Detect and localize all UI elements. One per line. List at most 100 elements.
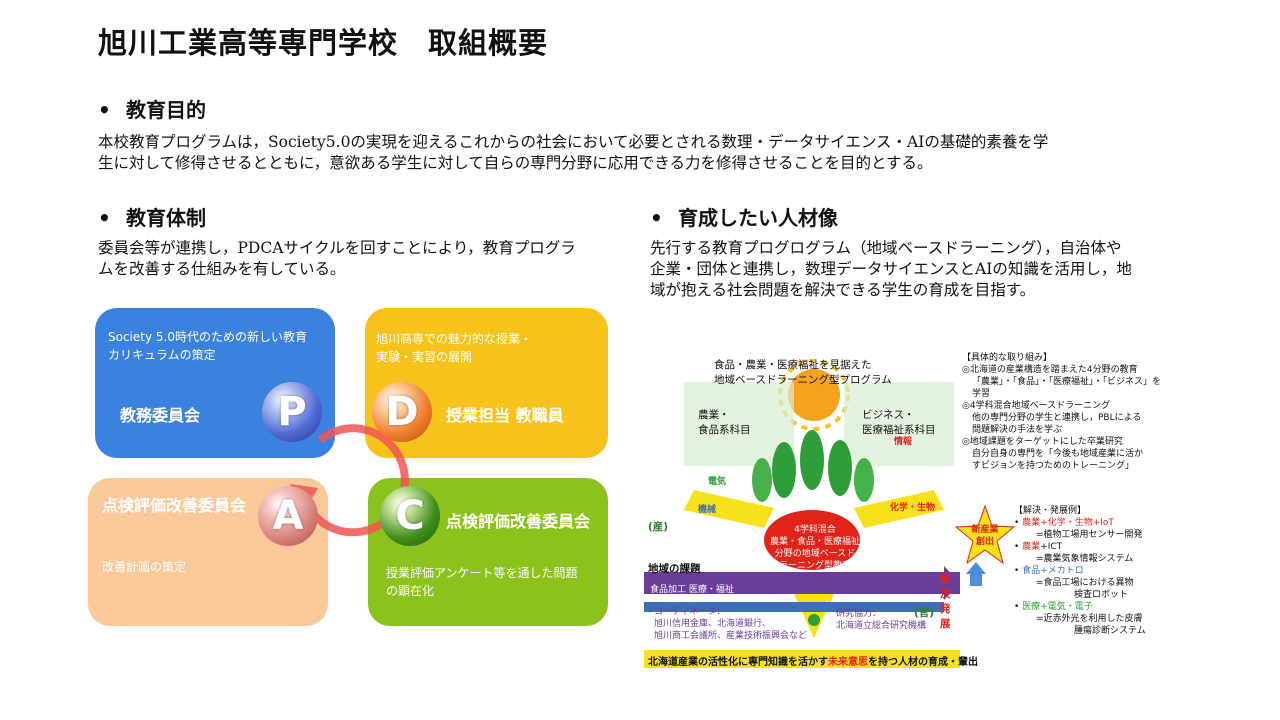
banner-text: 北海道産業の活性化に専門知識を活かす [648,657,828,668]
side-note-line: ◎北海道の産業構造を踏まえた4分野の教育 [962,365,1138,375]
do-desc-line: 実験・実習の展開 [376,350,473,364]
side-note-line: すビジョンを持つためのトレーニング」 [972,461,1135,471]
check-desc-line: の顕在化 [386,584,435,598]
check-desc: 授業評価アンケート等を通した問題 の顕在化 [386,564,578,600]
talent-text: 先行する教育プログログラム（地域ベースドラーニング），自治体や 企業・団体と連携… [650,238,1210,301]
research-label: 研究協力： 北海道立総合研究機構 [836,608,926,632]
center-program-label: 4学科混合 農業・食品・医療福祉 分野の地域ベースド ラーニング型教育 [770,524,860,572]
example-item: • 食品+メカトロ [1014,566,1084,576]
check-ball-icon: C [380,486,440,546]
act-label: 点検評価改善委員会 [102,496,247,515]
plan-desc-line: Society 5.0時代のための新しい教育 [108,330,307,344]
example-field: 農業 [1022,518,1041,528]
purpose-heading-text: 教育目的 [126,98,206,122]
joho-label: 情報 [894,437,913,447]
check-letter: C [395,493,425,539]
solution-line: 発展 [940,603,951,630]
side-note-line: 問題解決の手法を学ぶ [972,425,1063,435]
right-subject-line: 医療福祉系科目 [862,424,936,436]
solution-line: 解決 [940,573,951,600]
side-notes: 【具体的な取り組み】 ◎北海道の産業構造を踏まえた4分野の教育 「農業」・「食品… [962,352,1172,472]
research-line: 研究協力： [836,609,882,619]
coordinator-line: 旭川信用金庫、北海道銀行、 [654,619,772,629]
system-line: ムを改善する仕組みを有している。 [98,260,346,278]
side-note-line: 他の専門分野の学生と連携し，PBLによる [972,413,1142,423]
illustration-title: 食品・農業・医療福祉を見据えた 地域ベースドラーニング型プログラム [714,358,892,388]
side-note-line: ◎地域課題をターゲットにした卒業研究 [962,437,1123,447]
do-desc-line: 旭川高専での魅力的な授業・ [376,332,533,346]
solution-examples: 【解決・発展例】 • 農業+化学・生物+IoT =植物工場用センサー開発 • 農… [1014,505,1184,637]
side-note-line: 自分自身の専門を「今後も地域産業に活か [972,449,1144,459]
do-letter: D [385,389,419,435]
talent-line: 企業・団体と連携し，数理データサイエンスとAIの知識を活用し，地 [650,260,1132,278]
example-combo: +メカトロ [1040,566,1084,576]
act-ball-icon: A [258,486,318,546]
center-program-line: 農業・食品・医療福祉 [770,537,861,547]
food-welfare-label: 食品加工 医療・福祉 [650,585,734,595]
illustration-graphic [644,359,960,668]
talent-line: 先行する教育プログログラム（地域ベースドラーニング），自治体や [650,239,1122,257]
check-label: 点検評価改善委員会 [446,512,591,531]
example-field: 食品 [1022,566,1041,576]
up-arrow-icon [966,562,986,586]
example-item: • 医療+電気・電子 [1014,602,1093,612]
talent-heading-text: 育成したい人材像 [678,206,838,230]
center-program-line: ラーニング型教育 [778,561,851,571]
bullet: • [98,98,111,122]
denki-label: 電気 [708,477,727,487]
talent-heading: • 育成したい人材像 [650,202,838,231]
solution-label: 解決 発展 [940,572,960,632]
side-note-line: 学習 [972,389,991,399]
example-result: =農業気象情報システム [1036,554,1134,564]
banner-emphasis: 未来意思 [828,657,868,668]
new-industry-line: 創出 [975,537,994,547]
right-subject-label: ビジネス・ 医療福祉系科目 [862,408,936,438]
plan-desc: Society 5.0時代のための新しい教育 カリキュラムの策定 [108,328,307,364]
system-line: 委員会等が連携し，PDCAサイクルを回すことにより，教育プログラ [98,239,576,257]
do-label: 授業担当 教職員 [446,406,564,425]
coordinator-line: 旭川商工会議所、産業技術振興会など [654,631,808,641]
pdca-diagram: Society 5.0時代のための新しい教育 カリキュラムの策定 教務委員会 旭… [88,308,608,626]
plan-label: 教務委員会 [120,406,201,425]
left-subject-line: 食品系科目 [698,424,751,436]
left-subject-label: 農業・ 食品系科目 [698,408,751,438]
new-industry-line: 新産業 [971,525,999,535]
new-industry-star-icon [954,504,1016,565]
act-desc: 改善計画の策定 [102,560,187,574]
kagaku-label: 化学・生物 [890,503,936,513]
example-item: • 農業+ICT [1014,542,1063,552]
government-label: (官) [914,607,935,619]
illustration-title-line: 食品・農業・医療福祉を見据えた [714,359,872,371]
banner-text: を持つ人材の育成・輩出 [868,657,978,668]
bullet: • [98,206,111,230]
side-note-line: ◎4学科混合地域ベースドラーニング [962,401,1111,411]
side-notes-heading: 【具体的な取り組み】 [962,353,1053,363]
example-item: • 農業+化学・生物+IoT [1014,518,1114,528]
coordinator-label: コーディネータ： 旭川信用金庫、北海道銀行、 旭川商工会議所、産業技術振興会など [654,606,807,642]
page-title: 旭川工業高等専門学校 取組概要 [98,26,549,60]
research-line: 北海道立総合研究機構 [836,621,927,631]
right-subject-line: ビジネス・ [862,409,915,421]
plan-desc-line: カリキュラムの策定 [108,348,216,362]
system-heading-text: 教育体制 [126,206,206,230]
example-result: =食品工場における異物 [1036,578,1134,588]
bullet: • [650,206,663,230]
act-letter: A [272,493,304,539]
example-result: =近赤外光を利用した皮膚 [1036,614,1143,624]
program-illustration: 食品・農業・医療福祉を見据えた 地域ベースドラーニング型プログラム 農業・ 食品… [644,340,978,670]
example-combo: +電気・電子 [1040,602,1093,612]
do-ball-icon: D [372,382,432,442]
center-program-line: 4学科混合 [794,525,836,535]
center-program-line: 分野の地域ベースド [774,549,856,559]
coordinator-line: コーディネータ： [654,607,726,617]
side-note-line: 「農業」・「食品」・「医療福祉」・「ビジネス」を [972,377,1162,387]
plan-letter: P [277,389,307,435]
purpose-text: 本校教育プログラムは，Society5.0の実現を迎えるこれからの社会において必… [98,132,1218,174]
check-desc-line: 授業評価アンケート等を通した問題 [386,566,578,580]
bottom-banner: 北海道産業の活性化に専門知識を活かす未来意思を持つ人材の育成・輩出 [648,653,978,668]
examples-heading: 【解決・発展例】 [1014,506,1087,516]
system-heading: • 教育体制 [98,202,206,231]
illustration-title-line: 地域ベースドラーニング型プログラム [714,374,892,386]
talent-line: 域が抱える社会問題を解決できる学生の育成を目指す。 [650,281,1036,299]
example-field: 医療 [1022,602,1041,612]
